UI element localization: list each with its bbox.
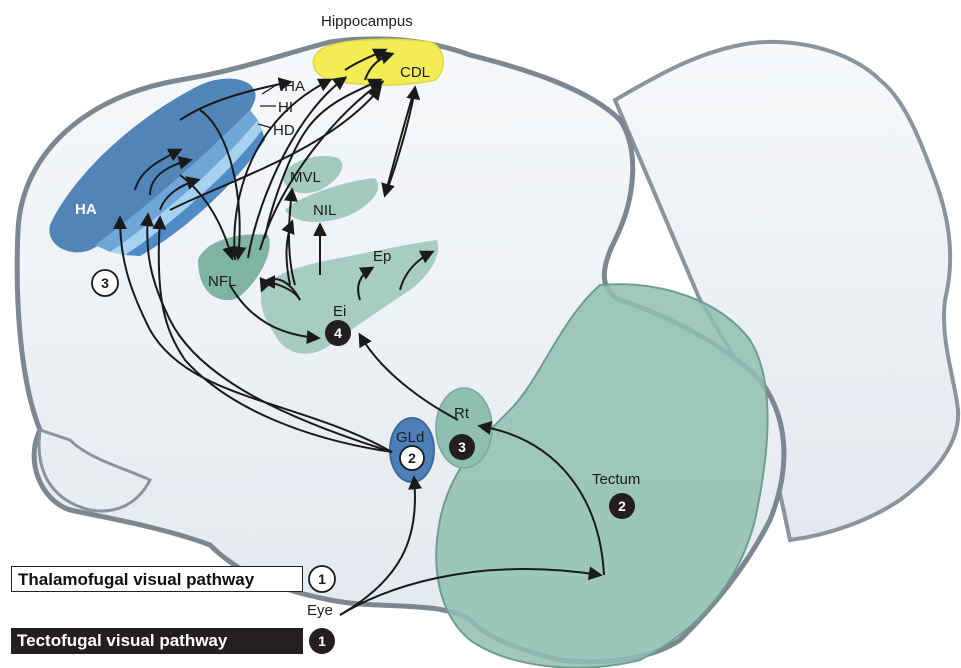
hd-label: HD — [273, 122, 295, 139]
ei-stage-marker: 4 — [325, 320, 351, 346]
nfl-label: NFL — [208, 273, 236, 290]
ep-label: Ep — [373, 248, 391, 265]
thalamofugal-legend-label: Thalamofugal visual pathway — [11, 566, 303, 592]
svg-text:2: 2 — [408, 450, 416, 466]
thalamofugal-legend-marker: 1 — [309, 566, 335, 592]
tectofugal-legend-label: Tectofugal visual pathway — [11, 628, 303, 654]
mvl-label: MVL — [290, 169, 321, 186]
ei-label: Ei — [333, 303, 346, 320]
svg-text:3: 3 — [458, 439, 466, 455]
tectofugal-legend-marker: 1 — [309, 628, 335, 654]
svg-text:2: 2 — [618, 498, 626, 514]
ha-label: HA — [75, 201, 97, 218]
svg-text:1: 1 — [318, 571, 326, 587]
gld-stage-marker: 2 — [400, 446, 424, 470]
iha-label: IHA — [280, 78, 305, 95]
rt-stage-marker: 3 — [449, 434, 475, 460]
cdl-label: CDL — [400, 64, 430, 81]
svg-text:3: 3 — [101, 275, 109, 291]
svg-text:4: 4 — [334, 325, 342, 341]
hi-label: HI — [278, 99, 293, 116]
nil-label: NIL — [313, 202, 336, 219]
ha-stage-marker: 3 — [92, 270, 118, 296]
gld-label: GLd — [396, 429, 424, 446]
svg-text:1: 1 — [318, 633, 326, 649]
tectum-label: Tectum — [592, 471, 640, 488]
tectum-stage-marker: 2 — [609, 493, 635, 519]
rt-label: Rt — [454, 405, 470, 422]
hippocampus-label: Hippocampus — [321, 13, 413, 30]
eye-label: Eye — [307, 602, 333, 619]
